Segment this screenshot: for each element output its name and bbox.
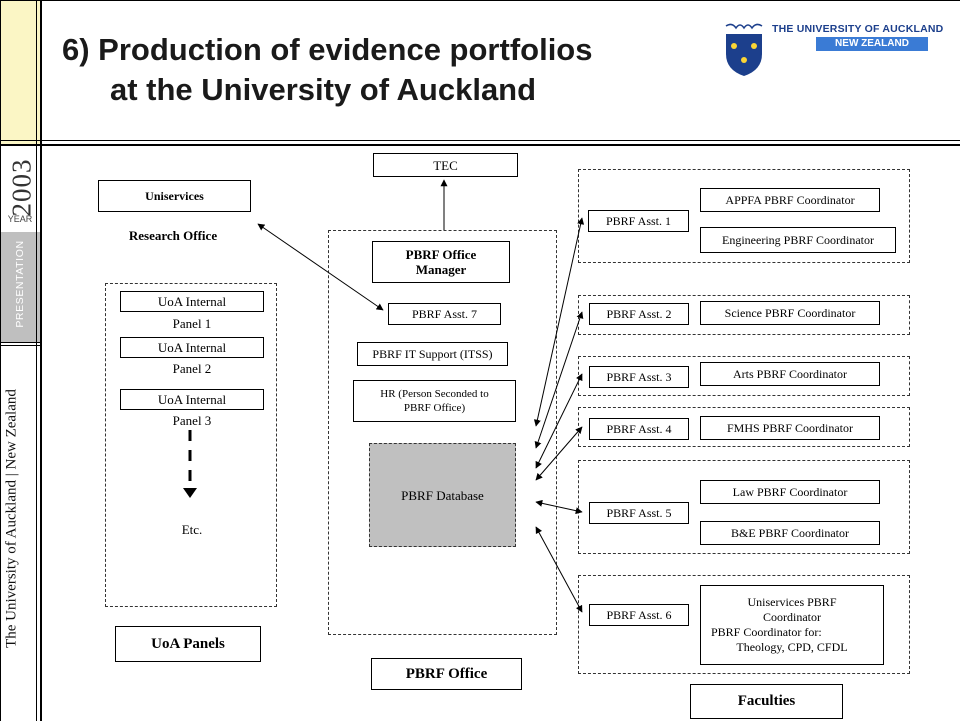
pbrf-office-group — [328, 230, 557, 635]
it-support-box: PBRF IT Support (ITSS) — [357, 342, 508, 366]
asst4-box: PBRF Asst. 4 — [589, 418, 689, 440]
sidebar-top-panel — [0, 0, 41, 145]
presentation-label: PRESENTATION — [14, 240, 26, 328]
frame-left-line — [0, 0, 1, 721]
engineering-coordinator-box: Engineering PBRF Coordinator — [700, 227, 896, 253]
arts-coordinator-box: Arts PBRF Coordinator — [700, 362, 880, 386]
faculty-group-6 — [578, 575, 910, 674]
frame-top-line — [0, 0, 960, 1]
frame-sidebar-line-1 — [36, 0, 37, 721]
uniservices-box: Uniservices — [98, 180, 251, 212]
panel-2-box: UoA Internal — [120, 337, 264, 358]
logo-university-text: THE UNIVERSITY OF AUCKLAND — [772, 23, 944, 35]
year-block: 2003 — [6, 150, 37, 217]
sidebar-divider — [0, 342, 40, 343]
university-vertical-label: The University of Auckland | New Zealand — [3, 389, 20, 648]
header-divider-1 — [0, 140, 960, 141]
asst6-box: PBRF Asst. 6 — [589, 604, 689, 626]
panel-3-label: Panel 3 — [172, 413, 212, 428]
panel-2-label: Panel 2 — [172, 361, 212, 376]
pbrf-office-label: PBRF Office — [371, 658, 522, 690]
title-line-2: at the University of Auckland — [110, 72, 537, 107]
uoa-panels-group — [105, 283, 277, 607]
frame-sidebar-line-2 — [40, 0, 42, 721]
sidebar-divider-2 — [0, 345, 40, 346]
faculty-group-1 — [578, 169, 910, 263]
uniservices-coordinator-line-4: Theology, CPD, CFDL — [736, 640, 848, 654]
year-label: YEAR — [7, 214, 33, 224]
university-crest-icon — [725, 23, 763, 76]
asst5-box: PBRF Asst. 5 — [589, 502, 689, 524]
header-divider-2 — [0, 144, 960, 146]
logo-country-text: NEW ZEALAND — [816, 37, 928, 51]
etc-label: Etc. — [181, 522, 203, 537]
faculties-label: Faculties — [690, 684, 843, 719]
appfa-coordinator-box: APPFA PBRF Coordinator — [700, 188, 880, 212]
page-title: 6) Production of evidence portfolios at … — [62, 30, 592, 110]
tec-box: TEC — [373, 153, 518, 177]
asst3-box: PBRF Asst. 3 — [589, 366, 689, 388]
asst2-box: PBRF Asst. 2 — [589, 303, 689, 325]
panel-3-box: UoA Internal — [120, 389, 264, 410]
law-coordinator-box: Law PBRF Coordinator — [700, 480, 880, 504]
year-number: 2003 — [6, 158, 37, 217]
uniservices-coordinator-line-2: Coordinator — [763, 610, 821, 624]
uoa-panels-label: UoA Panels — [115, 626, 261, 662]
panel-1-label: Panel 1 — [172, 316, 212, 331]
uniservices-coordinator-line-1: Uniservices PBRF — [747, 595, 837, 609]
presentation-band: PRESENTATION — [0, 232, 40, 342]
office-manager-box: PBRF Office Manager — [372, 241, 510, 283]
hr-box: HR (Person Seconded to PBRF Office) — [353, 380, 516, 422]
research-office-label: Research Office — [128, 228, 218, 243]
title-line-1: 6) Production of evidence portfolios — [62, 32, 593, 67]
asst1-box: PBRF Asst. 1 — [588, 210, 689, 232]
uniservices-coordinator-line-3: PBRF Coordinator for: — [711, 625, 822, 639]
science-coordinator-box: Science PBRF Coordinator — [700, 301, 880, 325]
fmhs-coordinator-box: FMHS PBRF Coordinator — [700, 416, 880, 440]
be-coordinator-box: B&E PBRF Coordinator — [700, 521, 880, 545]
panel-1-box: UoA Internal — [120, 291, 264, 312]
asst7-box: PBRF Asst. 7 — [388, 303, 501, 325]
pbrf-database-box: PBRF Database — [369, 443, 516, 547]
uniservices-coordinator-box: Uniservices PBRF Coordinator PBRF Coordi… — [700, 585, 884, 665]
